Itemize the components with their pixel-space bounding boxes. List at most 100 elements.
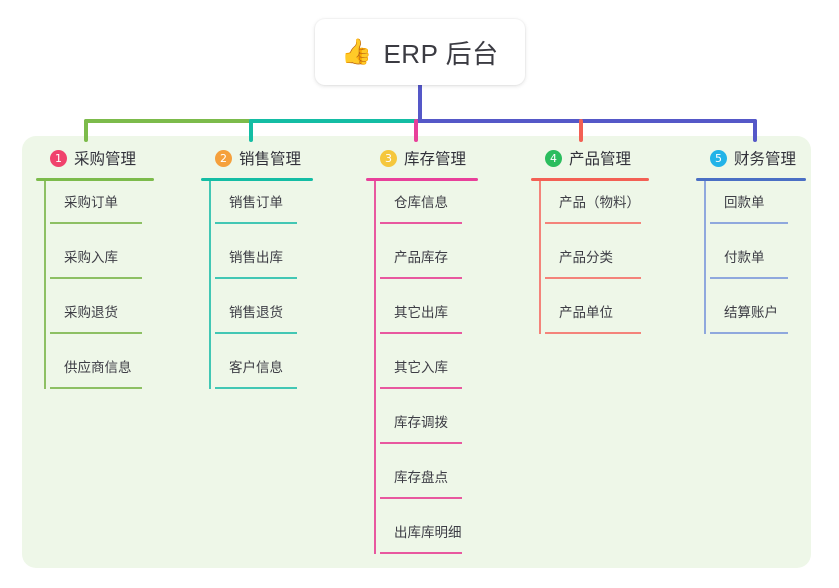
- column-badge-5: 5: [710, 149, 727, 167]
- leaf-label: 采购订单: [64, 195, 118, 210]
- drop-sales: [249, 119, 253, 142]
- leaf-label: 出库库明细: [394, 525, 462, 540]
- trunk-teal: [249, 119, 418, 123]
- leaf-item[interactable]: 库存盘点: [380, 456, 478, 511]
- leaf-label: 采购入库: [64, 250, 118, 265]
- leaf-item[interactable]: 产品单位: [545, 291, 649, 346]
- leaf-item[interactable]: 产品（物料）: [545, 181, 649, 236]
- leaf-item[interactable]: 采购订单: [50, 181, 154, 236]
- column-rule-4: [531, 178, 649, 181]
- leaf-item[interactable]: 销售订单: [215, 181, 313, 236]
- leaf-item[interactable]: 采购入库: [50, 236, 154, 291]
- diagram-background-panel: [22, 136, 811, 568]
- leaf-item[interactable]: 销售出库: [215, 236, 313, 291]
- trunk-blue: [416, 119, 757, 123]
- drop-product: [579, 119, 583, 142]
- leaf-item[interactable]: 产品库存: [380, 236, 478, 291]
- leaf-label: 产品单位: [559, 305, 613, 320]
- leaf-label: 产品分类: [559, 250, 613, 265]
- leaf-item[interactable]: 销售退货: [215, 291, 313, 346]
- leaf-item[interactable]: 供应商信息: [50, 346, 154, 401]
- leaf-spine-1: [44, 181, 46, 389]
- leaf-item[interactable]: 仓库信息: [380, 181, 478, 236]
- leaf-rule: [50, 222, 142, 224]
- column-header-1[interactable]: 1 采购管理: [36, 146, 154, 170]
- drop-inventory: [414, 119, 418, 142]
- leaf-item[interactable]: 付款单: [710, 236, 806, 291]
- leaf-list-1: 采购订单采购入库采购退货供应商信息: [36, 181, 154, 401]
- root-node-content: 👍 ERP 后台: [341, 34, 498, 71]
- column-title-1: 采购管理: [74, 151, 137, 168]
- column-title-2: 销售管理: [239, 151, 302, 168]
- leaf-label: 其它出库: [394, 305, 448, 320]
- column-rule-5: [696, 178, 806, 181]
- leaf-list-5: 回款单付款单结算账户: [696, 181, 806, 346]
- leaf-rule: [545, 277, 641, 279]
- column-header-2[interactable]: 2 销售管理: [201, 146, 313, 170]
- leaf-rule: [215, 222, 297, 224]
- column-rule-1: [36, 178, 154, 181]
- thumbs-up-icon: 👍: [341, 37, 373, 66]
- leaf-spine-4: [539, 181, 541, 334]
- leaf-rule: [215, 387, 297, 389]
- leaf-rule: [215, 332, 297, 334]
- leaf-rule: [380, 442, 462, 444]
- leaf-label: 销售出库: [229, 250, 283, 265]
- drop-purchase: [84, 119, 88, 142]
- leaf-label: 客户信息: [229, 360, 283, 375]
- leaf-item[interactable]: 出库库明细: [380, 511, 478, 566]
- leaf-label: 销售退货: [229, 305, 283, 320]
- leaf-rule: [710, 222, 788, 224]
- column-rule-2: [201, 178, 313, 181]
- column-title-3: 库存管理: [404, 151, 467, 168]
- leaf-rule: [380, 332, 462, 334]
- leaf-rule: [380, 222, 462, 224]
- leaf-item[interactable]: 其它出库: [380, 291, 478, 346]
- leaf-item[interactable]: 回款单: [710, 181, 806, 236]
- leaf-rule: [50, 332, 142, 334]
- leaf-item[interactable]: 客户信息: [215, 346, 313, 401]
- leaf-label: 付款单: [724, 250, 765, 265]
- leaf-rule: [380, 552, 462, 554]
- column-badge-4: 4: [545, 149, 562, 167]
- column-rule-3: [366, 178, 478, 181]
- leaf-rule: [380, 387, 462, 389]
- leaf-rule: [380, 497, 462, 499]
- leaf-rule: [215, 277, 297, 279]
- leaf-item[interactable]: 产品分类: [545, 236, 649, 291]
- leaf-item[interactable]: 结算账户: [710, 291, 806, 346]
- leaf-item[interactable]: 其它入库: [380, 346, 478, 401]
- leaf-label: 销售订单: [229, 195, 283, 210]
- leaf-item[interactable]: 采购退货: [50, 291, 154, 346]
- leaf-spine-3: [374, 181, 376, 554]
- column-badge-1: 1: [50, 149, 67, 167]
- leaf-rule: [545, 222, 641, 224]
- branch-column-2: 2 销售管理销售订单销售出库销售退货客户信息: [201, 146, 313, 401]
- leaf-rule: [50, 277, 142, 279]
- leaf-label: 产品库存: [394, 250, 448, 265]
- leaf-rule: [380, 277, 462, 279]
- leaf-label: 库存调拨: [394, 415, 448, 430]
- leaf-label: 仓库信息: [394, 195, 448, 210]
- drop-root: [418, 83, 422, 123]
- leaf-list-2: 销售订单销售出库销售退货客户信息: [201, 181, 313, 401]
- leaf-rule: [50, 387, 142, 389]
- leaf-list-4: 产品（物料） 产品分类产品单位: [531, 181, 649, 346]
- leaf-label: 供应商信息: [64, 360, 132, 375]
- leaf-spine-5: [704, 181, 706, 334]
- column-badge-2: 2: [215, 149, 232, 167]
- leaf-rule: [545, 332, 641, 334]
- branch-column-1: 1 采购管理采购订单采购入库采购退货供应商信息: [36, 146, 154, 401]
- leaf-label: 回款单: [724, 195, 765, 210]
- root-node-erp-backend[interactable]: 👍 ERP 后台: [315, 19, 525, 85]
- leaf-item[interactable]: 库存调拨: [380, 401, 478, 456]
- leaf-list-3: 仓库信息产品库存其它出库其它入库库存调拨库存盘点出库库明细: [366, 181, 478, 566]
- leaf-rule: [710, 332, 788, 334]
